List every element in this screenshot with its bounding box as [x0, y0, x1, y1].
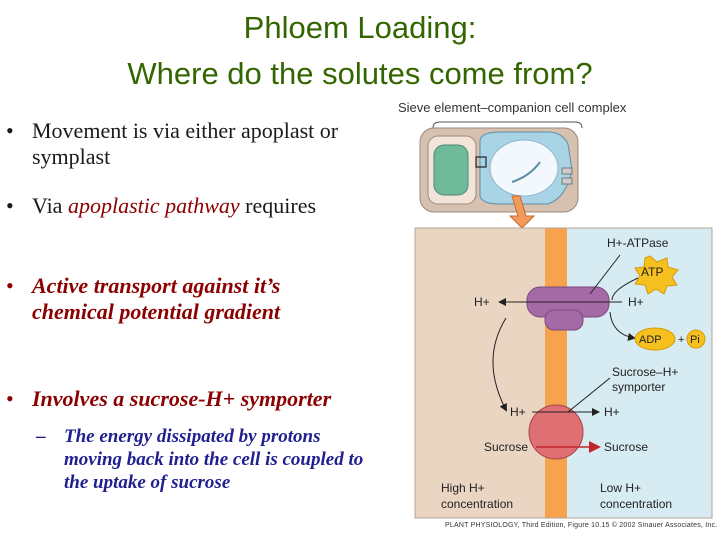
high-h-label-line2: concentration — [441, 497, 513, 511]
high-h-label-line1: High H+ — [441, 481, 485, 495]
plus-label: + — [678, 334, 684, 346]
h-atpase-label: H+-ATPase — [607, 236, 669, 250]
sucrose-cell-label: Sucrose — [604, 440, 648, 454]
sucrose-h-symporter — [529, 405, 583, 459]
symporter-label-line2: symporter — [612, 380, 665, 394]
cell-complex-illustration — [420, 128, 578, 228]
pi-label: Pi — [690, 334, 700, 346]
atp-label: ATP — [641, 265, 663, 279]
plasma-membrane — [545, 228, 567, 518]
h-plus-cell-top: H+ — [628, 295, 644, 309]
low-h-label-line2: concentration — [600, 497, 672, 511]
symporter-label-line1: Sucrose–H+ — [612, 365, 678, 379]
h-plus-apoplast-bottom: H+ — [510, 405, 526, 419]
complex-label: Sieve element–companion cell complex — [398, 100, 627, 115]
sucrose-apoplast-label: Sucrose — [484, 440, 528, 454]
h-plus-cell-bottom: H+ — [604, 405, 620, 419]
complex-bracket — [433, 122, 582, 128]
figure-credit: PLANT PHYSIOLOGY, Third Edition, Figure … — [445, 522, 717, 529]
h-plus-apoplast-top: H+ — [474, 295, 490, 309]
adp-label: ADP — [639, 334, 662, 346]
low-h-label-line1: Low H+ — [600, 481, 641, 495]
